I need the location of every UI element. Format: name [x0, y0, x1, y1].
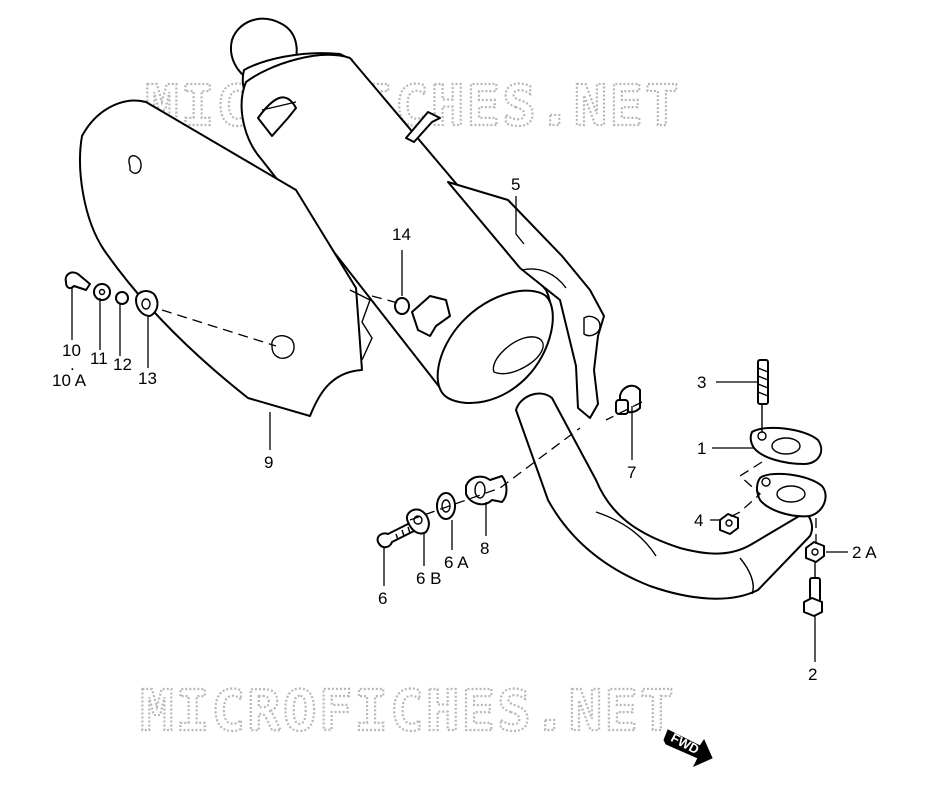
assembly-lines	[161, 295, 817, 578]
forward-direction-arrow: FWD	[663, 729, 713, 768]
callout-labels: 10 . 10 A 11 12 13 9 14 5 7 3 1 4 2 A 2 …	[52, 175, 877, 684]
callout-13: 13	[138, 369, 157, 388]
washer-11[interactable]	[93, 283, 111, 301]
muffler-body[interactable]	[230, 17, 605, 419]
fwd-label: FWD	[668, 730, 701, 757]
screw-10[interactable]	[64, 271, 91, 291]
callout-8: 8	[480, 539, 489, 558]
grommet-8[interactable]	[465, 475, 508, 506]
stud-bolt[interactable]	[757, 359, 769, 405]
callout-12: 12	[113, 355, 132, 374]
muffler-cover[interactable]	[79, 99, 373, 417]
bolt-7[interactable]	[615, 384, 641, 415]
watermark-bottom: MICROFICHES.NET	[140, 679, 676, 744]
spacer-12[interactable]	[115, 291, 129, 305]
washer-6b[interactable]	[406, 508, 430, 535]
leader-lines	[71, 196, 848, 662]
callout-11: 11	[90, 349, 108, 368]
washer-6a[interactable]	[436, 492, 456, 520]
callout-6: 6	[378, 589, 387, 608]
callout-2: 2	[808, 665, 817, 684]
grommet-13[interactable]	[135, 290, 159, 317]
callout-9: 9	[264, 453, 273, 472]
callout-5: 5	[511, 175, 520, 194]
callout-6a: 6 A	[444, 553, 469, 572]
callout-10-separator: .	[70, 355, 75, 374]
callout-14: 14	[392, 225, 411, 244]
exhaust-pipe[interactable]	[515, 392, 827, 600]
callout-6b: 6 B	[416, 569, 442, 588]
gasket[interactable]	[749, 426, 823, 465]
watermark-top: MICROFICHES.NET	[145, 74, 681, 139]
clamp-14[interactable]	[394, 295, 451, 337]
nut-4[interactable]	[719, 513, 739, 535]
callout-4: 4	[694, 511, 703, 530]
callout-1: 1	[697, 439, 706, 458]
callout-10a: 10 A	[52, 371, 87, 390]
nut-2a[interactable]	[805, 541, 825, 563]
callout-10: 10	[62, 341, 81, 360]
bolt-2[interactable]	[803, 577, 823, 617]
callout-7: 7	[627, 463, 636, 482]
callout-2a: 2 A	[852, 543, 877, 562]
callout-3: 3	[697, 373, 706, 392]
